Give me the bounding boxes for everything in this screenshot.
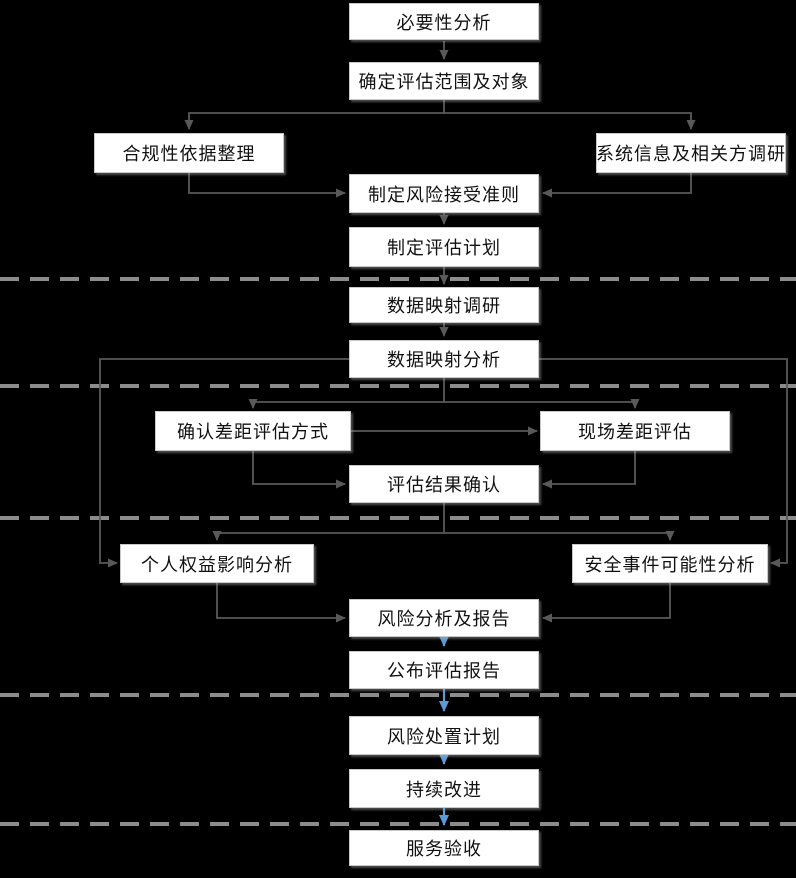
node-confirm-gap-assessment-method: 确认差距评估方式 xyxy=(155,411,351,451)
edge-analysis-to-personal-rights xyxy=(99,358,349,568)
node-assessment-result-confirmation: 评估结果确认 xyxy=(349,465,539,503)
node-system-info-stakeholder-research: 系统信息及相关方调研 xyxy=(596,133,786,173)
edge-security-incident-to-risk-report xyxy=(542,583,671,623)
node-risk-treatment-plan: 风险处置计划 xyxy=(349,716,539,755)
edge-system-info-to-criteria xyxy=(542,173,692,198)
edge-gap-method-to-result xyxy=(252,451,346,489)
node-compliance-basis-collation: 合规性依据整理 xyxy=(94,133,284,173)
edge-result-to-personal-rights xyxy=(212,503,445,541)
edge-result-to-security-incident xyxy=(444,531,675,541)
edge-analysis-to-security-incident xyxy=(539,358,788,568)
edge-scope-to-compliance xyxy=(184,100,445,130)
edge-personal-rights-to-risk-report xyxy=(216,583,346,623)
node-define-scope-and-objects: 确定评估范围及对象 xyxy=(349,62,539,100)
node-necessity-analysis: 必要性分析 xyxy=(349,3,539,40)
edge-analysis-to-gap-method xyxy=(248,378,445,409)
node-personal-rights-impact-analysis: 个人权益影响分析 xyxy=(120,544,314,583)
node-data-mapping-research: 数据映射调研 xyxy=(349,287,539,323)
node-publish-assessment-report: 公布评估报告 xyxy=(349,651,539,689)
node-service-acceptance: 服务验收 xyxy=(349,830,539,866)
node-data-mapping-analysis: 数据映射分析 xyxy=(349,340,539,378)
edge-analysis-to-onsite-gap xyxy=(444,399,640,409)
node-assessment-plan: 制定评估计划 xyxy=(349,227,539,267)
node-risk-acceptance-criteria: 制定风险接受准则 xyxy=(349,174,539,213)
node-security-incident-likelihood-analysis: 安全事件可能性分析 xyxy=(572,544,768,583)
node-onsite-gap-assessment: 现场差距评估 xyxy=(540,411,730,451)
edge-onsite-gap-to-result xyxy=(542,451,636,489)
edge-scope-to-system-info xyxy=(443,112,696,130)
node-risk-analysis-and-report: 风险分析及报告 xyxy=(349,599,539,637)
edge-compliance-to-criteria xyxy=(188,173,346,198)
node-continuous-improvement: 持续改进 xyxy=(349,769,539,808)
